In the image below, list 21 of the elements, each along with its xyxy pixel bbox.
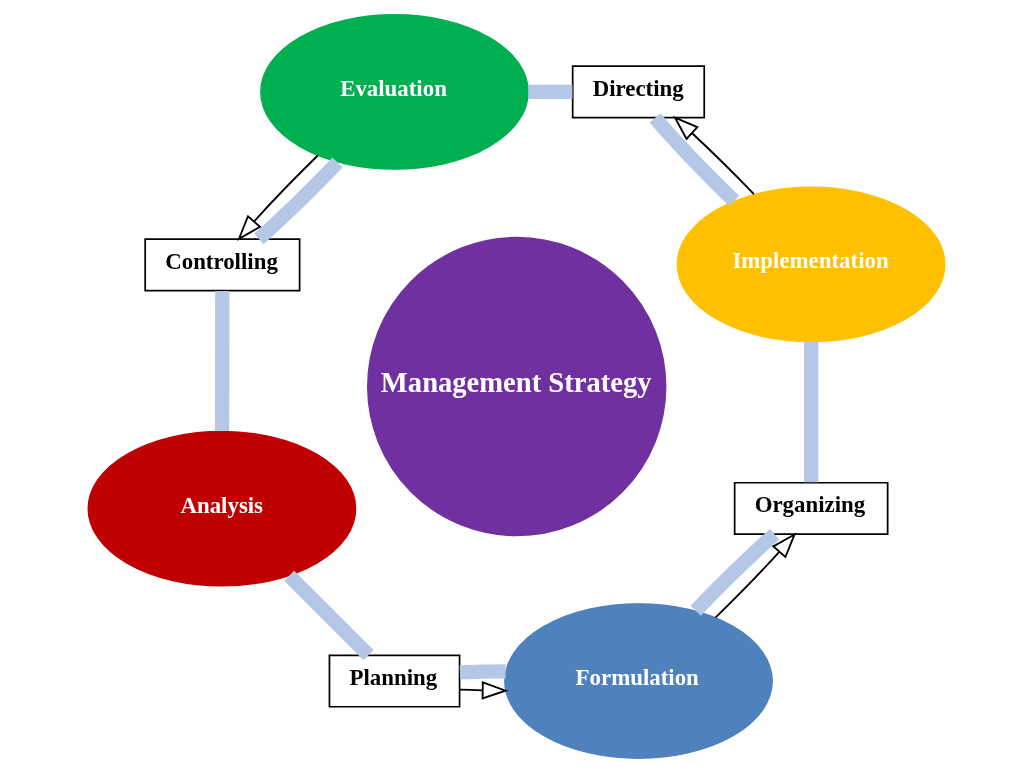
- connector: [284, 570, 374, 660]
- arrow: [672, 115, 755, 195]
- node-box: Directing: [571, 64, 706, 118]
- connector: [459, 663, 506, 679]
- node-ellipse: Evaluation: [260, 13, 529, 170]
- connector: [528, 84, 573, 99]
- connector: [690, 528, 780, 616]
- arrow: [237, 154, 319, 241]
- arrow: [714, 531, 797, 618]
- node-box: Planning: [328, 653, 461, 708]
- node-ellipse: Analysis: [87, 430, 357, 587]
- node-circle: Management Strategy: [367, 236, 667, 536]
- connector: [803, 341, 819, 482]
- node-box: Organizing: [733, 481, 889, 535]
- connector: [254, 156, 343, 244]
- node-ellipse: Formulation: [504, 602, 773, 759]
- connector: [649, 112, 740, 206]
- node-box: Controlling: [144, 237, 301, 291]
- node-ellipse: Implementation: [676, 185, 946, 342]
- arrow: [458, 680, 509, 700]
- connector: [214, 290, 230, 431]
